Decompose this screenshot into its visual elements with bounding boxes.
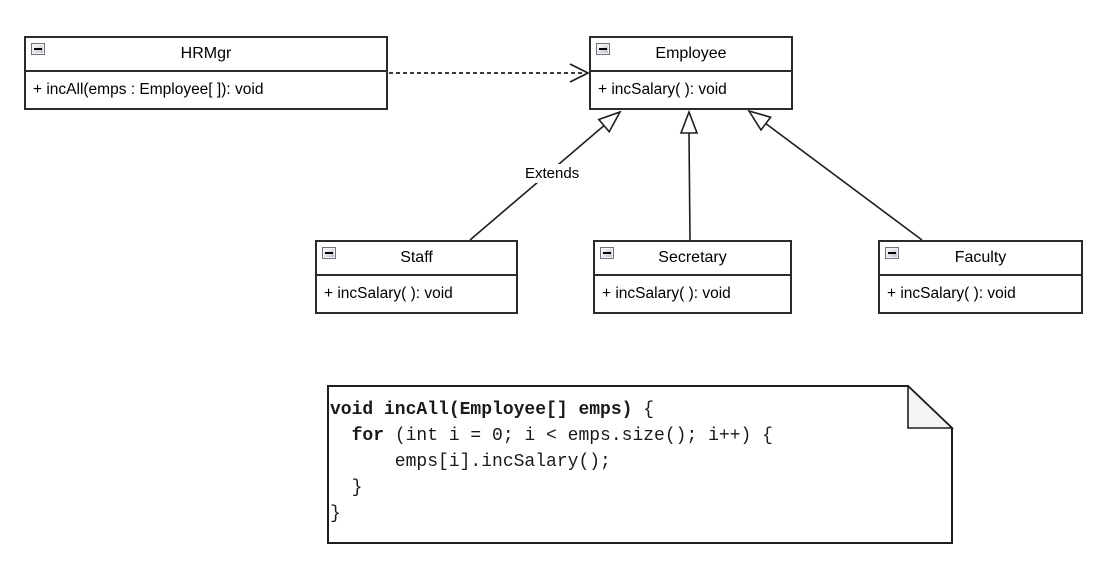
minus-glyph — [325, 252, 333, 254]
collapse-minus-icon[interactable] — [31, 43, 45, 55]
code-line: } — [330, 478, 363, 498]
class-title: Staff — [400, 249, 433, 266]
dependency-arrow-hrmgr-employee — [389, 63, 590, 83]
class-header: HRMgr — [26, 38, 386, 72]
collapse-minus-icon[interactable] — [600, 247, 614, 259]
minus-glyph — [599, 48, 607, 50]
code-line: } — [330, 504, 341, 524]
class-box-employee[interactable]: Employee + incSalary( ): void — [589, 36, 793, 110]
class-body: + incSalary( ): void — [317, 276, 516, 312]
class-body: + incSalary( ): void — [595, 276, 790, 312]
class-header: Employee — [591, 38, 791, 72]
class-box-secretary[interactable]: Secretary + incSalary( ): void — [593, 240, 792, 314]
class-method: + incSalary( ): void — [598, 81, 727, 98]
note-code-block: void incAll(Employee[] emps) { for (int … — [330, 397, 773, 527]
class-header: Secretary — [595, 242, 790, 276]
class-box-hrmgr[interactable]: HRMgr + incAll(emps : Employee[ ]): void — [24, 36, 388, 110]
generalization-faculty-employee — [747, 109, 923, 241]
note-fold-corner — [907, 385, 954, 429]
code-line: for (int i = 0; i < emps.size(); i++) { — [330, 426, 773, 446]
class-body: + incSalary( ): void — [591, 72, 791, 108]
class-title: HRMgr — [180, 45, 232, 62]
class-body: + incAll(emps : Employee[ ]): void — [26, 72, 386, 108]
minus-glyph — [34, 48, 42, 50]
class-title: Faculty — [954, 249, 1007, 266]
class-method: + incSalary( ): void — [602, 285, 731, 302]
class-header: Staff — [317, 242, 516, 276]
code-line: emps[i].incSalary(); — [330, 452, 611, 472]
class-body: + incSalary( ): void — [880, 276, 1081, 312]
class-method: + incSalary( ): void — [887, 285, 1016, 302]
note-shape — [327, 385, 954, 544]
collapse-minus-icon[interactable] — [885, 247, 899, 259]
minus-glyph — [888, 252, 896, 254]
class-title: Secretary — [658, 249, 727, 266]
code-line: void incAll(Employee[] emps) { — [330, 400, 655, 420]
generalization-secretary-employee — [679, 109, 699, 241]
class-box-staff[interactable]: Staff + incSalary( ): void — [315, 240, 518, 314]
class-method: + incSalary( ): void — [324, 285, 453, 302]
extends-edge-label: Extends — [522, 164, 583, 183]
minus-glyph — [603, 252, 611, 254]
class-header: Faculty — [880, 242, 1081, 276]
code-note[interactable]: void incAll(Employee[] emps) { for (int … — [327, 385, 954, 545]
collapse-minus-icon[interactable] — [596, 43, 610, 55]
class-box-faculty[interactable]: Faculty + incSalary( ): void — [878, 240, 1083, 314]
class-title: Employee — [655, 45, 727, 62]
collapse-minus-icon[interactable] — [322, 247, 336, 259]
class-method: + incAll(emps : Employee[ ]): void — [33, 81, 264, 98]
